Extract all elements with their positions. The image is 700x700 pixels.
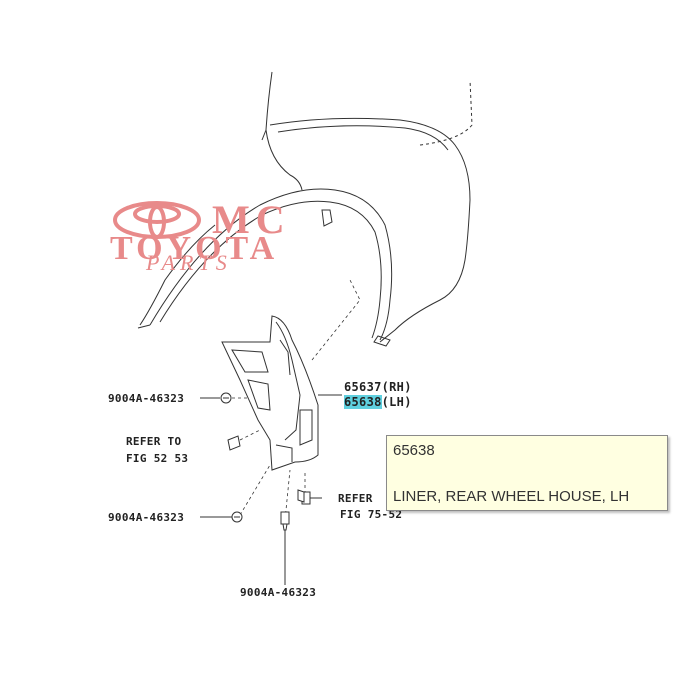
refer-label-right-1[interactable]: REFER (338, 492, 373, 505)
part-tooltip: 65638 LINER, REAR WHEEL HOUSE, LH (386, 435, 668, 511)
refer-label-left-2[interactable]: FIG 52 53 (126, 452, 189, 465)
watermark-toyota: TOYOTA (110, 230, 279, 267)
refer-label-right-2[interactable]: FIG 75-52 (340, 508, 403, 521)
clip-icon (297, 489, 305, 503)
refer-label-left-1[interactable]: REFER TO (126, 435, 182, 448)
watermark-logo (112, 200, 202, 245)
watermark-parts: PARTS (146, 250, 232, 275)
bolt-label-mid[interactable]: 9004A-46323 (108, 511, 185, 524)
part-lh-label[interactable]: 65638(LH) (344, 395, 412, 409)
part-lh-side: (LH) (381, 395, 412, 409)
tooltip-part-number: 65638 (393, 442, 435, 459)
callout-lines (200, 394, 342, 585)
part-lh-number[interactable]: 65638 (344, 395, 382, 409)
watermark-mc: MC (212, 197, 291, 242)
part-rh-side: (RH) (381, 380, 412, 394)
bolt-icon (231, 511, 243, 523)
tooltip-description: LINER, REAR WHEEL HOUSE, LH (393, 488, 630, 505)
bolt-label-top[interactable]: 9004A-46323 (108, 392, 185, 405)
clip-icon (227, 435, 241, 451)
bolt-icon (220, 392, 232, 404)
bolt-label-bottom[interactable]: 9004A-46323 (240, 586, 317, 599)
wheel-house-liner (221, 315, 319, 471)
clip-icon (301, 491, 322, 505)
screw-icon (280, 511, 290, 531)
part-rh-label[interactable]: 65637(RH) (344, 381, 412, 394)
part-rh-number[interactable]: 65637 (344, 380, 382, 394)
toyota-emblem-icon (113, 201, 201, 239)
leader-lines (232, 279, 361, 521)
vehicle-body-outline (137, 71, 473, 347)
fasteners (220, 392, 322, 531)
